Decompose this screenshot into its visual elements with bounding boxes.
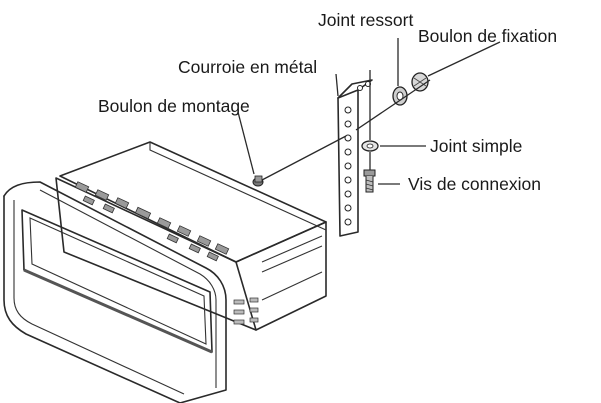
side-slots (233, 297, 259, 325)
connection-screw (363, 169, 376, 193)
label-courroie-metal: Courroie en métal (178, 57, 317, 77)
label-boulon-montage: Boulon de montage (98, 96, 250, 116)
leader-lines (237, 38, 501, 185)
front-panel-buttons (74, 181, 230, 262)
label-boulon-fixation: Boulon de fixation (418, 26, 557, 46)
mounting-bolt (252, 175, 264, 187)
display-window (21, 209, 213, 354)
flat-washer (361, 140, 379, 152)
fixing-bolt (411, 72, 429, 92)
trim-frame (3, 181, 227, 403)
label-vis-connexion: Vis de connexion (408, 174, 541, 194)
spring-washer (392, 86, 408, 106)
label-joint-ressort: Joint ressort (318, 10, 413, 30)
metal-strap (337, 79, 373, 237)
label-joint-simple: Joint simple (430, 136, 522, 156)
